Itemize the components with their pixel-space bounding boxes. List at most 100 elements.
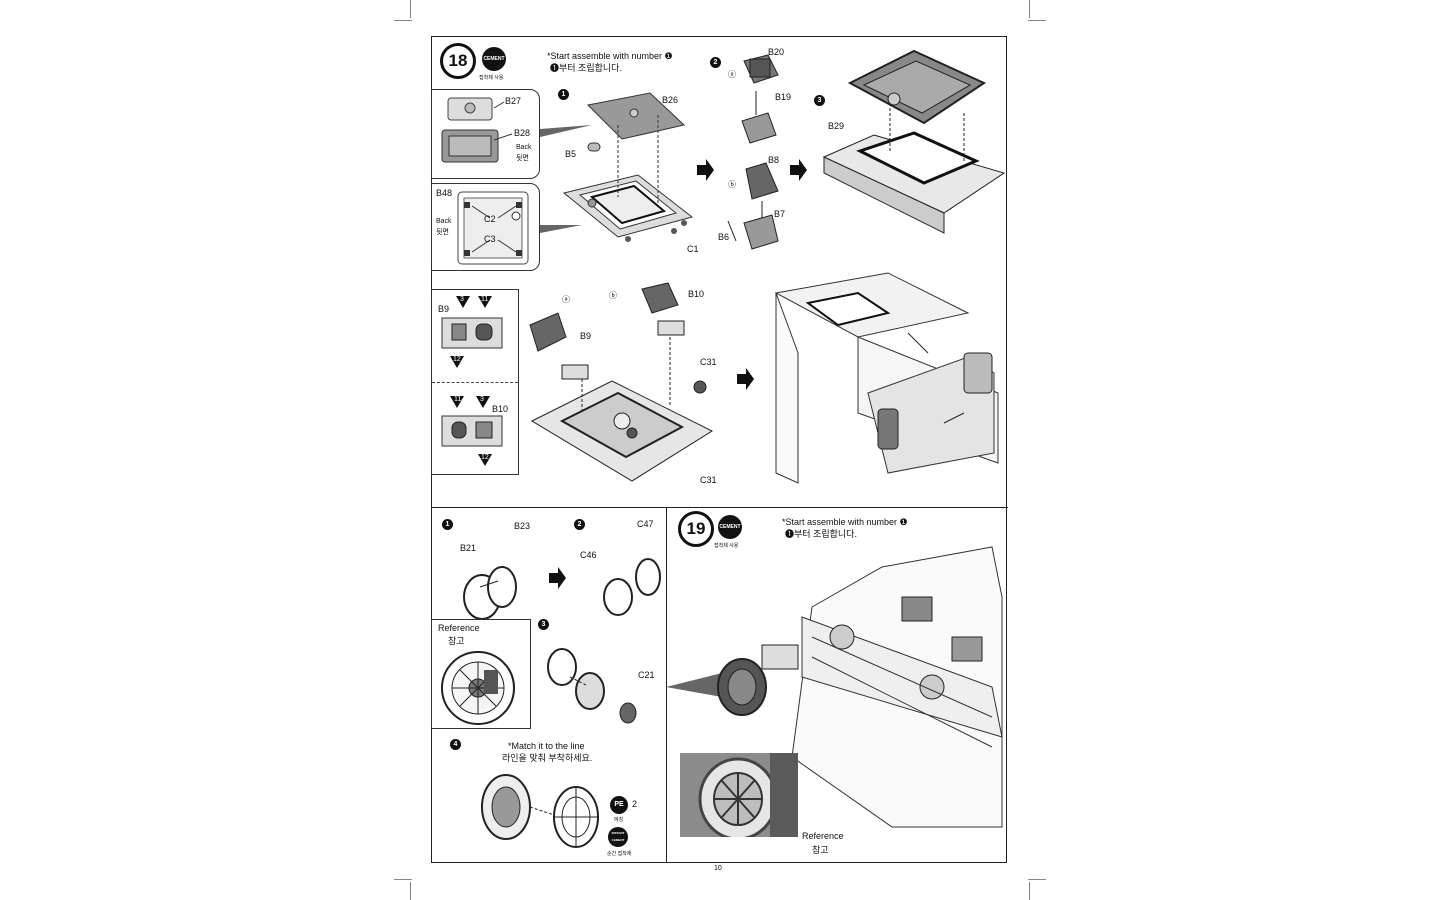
tri-label-12: 12 bbox=[481, 454, 489, 461]
inset-b27-b28: B27 B28 Back 뒷면 bbox=[431, 89, 540, 179]
part-label-b23: B23 bbox=[514, 521, 531, 531]
periscope-parts-drawing bbox=[727, 54, 779, 250]
step-18-number: 18 bbox=[440, 43, 476, 79]
part-label-b27: B27 bbox=[505, 96, 522, 106]
instant-cement-icon: INSTANT CEMENT bbox=[608, 827, 628, 847]
tri-label-12: 12 bbox=[453, 356, 461, 363]
hatch-assembly-drawing bbox=[562, 92, 694, 242]
substep-1-badge: 1 bbox=[558, 89, 569, 100]
arrow-right-icon bbox=[790, 159, 807, 181]
substep-3-badge: 3 bbox=[538, 619, 549, 630]
tri-label-3: 3 bbox=[460, 296, 464, 303]
part-label-b29: B29 bbox=[828, 121, 845, 131]
part-label-b9: B9 bbox=[438, 304, 450, 314]
part-label-c2: C2 bbox=[484, 214, 496, 224]
part-label-b10: B10 bbox=[492, 404, 509, 414]
arrow-right-icon bbox=[737, 368, 754, 390]
crop-mark bbox=[410, 0, 411, 18]
step-19-drawing bbox=[666, 546, 1003, 828]
marker-b: ⓑ bbox=[609, 291, 617, 300]
section-divider bbox=[432, 507, 1008, 508]
hull-structure-drawing bbox=[774, 272, 999, 484]
crop-mark bbox=[1028, 20, 1046, 21]
cement-icon: CEMENT bbox=[718, 515, 742, 539]
part-label-c21: C21 bbox=[638, 670, 655, 680]
flow-arrows bbox=[549, 159, 807, 589]
substep-3-badge: 3 bbox=[814, 95, 825, 106]
instant-cement-caption: 순간 접착제 bbox=[607, 851, 632, 857]
part-label-b19: B19 bbox=[775, 92, 792, 102]
part-label-c31: C31 bbox=[700, 357, 717, 367]
cement-caption: 접착제 사용 bbox=[714, 543, 739, 549]
part-label-b6: B6 bbox=[718, 232, 730, 242]
back-label-ko: 뒷면 bbox=[516, 155, 529, 162]
instruction-page: 18 CEMENT 접착제 사용 *Start assemble with nu… bbox=[431, 36, 1008, 863]
reference-inset: Reference 참고 bbox=[431, 619, 531, 729]
cement-caption: 접착제 사용 bbox=[479, 75, 504, 81]
step-19-note-en: *Start assemble with number ❶ bbox=[782, 517, 908, 527]
pe-quantity: 2 bbox=[632, 799, 638, 809]
deck-assembly-drawing bbox=[529, 282, 714, 482]
inset-b48: B48 C2 C3 Back 뒷면 bbox=[431, 183, 540, 271]
tri-label-11: 11 bbox=[454, 396, 462, 403]
marker-b: ⓑ bbox=[728, 180, 736, 189]
step-19-number: 19 bbox=[678, 511, 714, 547]
part-label-b26: B26 bbox=[662, 95, 679, 105]
arrow-right-icon bbox=[549, 567, 566, 589]
leader-wedges bbox=[540, 125, 592, 233]
part-label-b5: B5 bbox=[565, 149, 577, 159]
fan-assembly-drawing bbox=[547, 648, 637, 724]
part-label-b28: B28 bbox=[514, 128, 531, 138]
part-label-b10: B10 bbox=[688, 289, 705, 299]
part-label-c46: C46 bbox=[580, 550, 597, 560]
part-label-c47: C47 bbox=[637, 519, 654, 529]
match-note-ko: 라인을 맞춰 부착하세요. bbox=[502, 753, 593, 763]
fan-housing-parts-drawing bbox=[463, 558, 661, 620]
part-label-b20: B20 bbox=[768, 47, 785, 57]
step-19-note-ko: ❶부터 조립합니다. bbox=[785, 529, 857, 539]
arrow-right-icon bbox=[697, 159, 714, 181]
step-18-note-en: *Start assemble with number ❶ bbox=[547, 51, 673, 61]
substep-2-badge: 2 bbox=[710, 57, 721, 68]
reference-label-en: Reference bbox=[438, 623, 480, 633]
reference-label-ko: 참고 bbox=[812, 845, 829, 855]
crop-mark bbox=[1029, 882, 1030, 900]
periscope-block-drawing bbox=[441, 296, 503, 466]
back-label-en: Back bbox=[436, 218, 452, 225]
fan-grille-drawing bbox=[481, 774, 599, 848]
part-label-b48: B48 bbox=[436, 188, 453, 198]
back-label-ko: 뒷면 bbox=[436, 229, 449, 236]
part-label-c31: C31 bbox=[700, 475, 717, 485]
substep-1-badge: 1 bbox=[442, 519, 453, 530]
inset-b9-b10: 3 11 12 11 3 12 B9 B10 bbox=[431, 289, 519, 475]
marker-a: ⓐ bbox=[562, 295, 570, 304]
pe-icon: PE bbox=[610, 796, 628, 814]
divider bbox=[432, 382, 518, 383]
cement-icon: CEMENT bbox=[482, 47, 506, 71]
part-label-c1: C1 bbox=[687, 244, 699, 254]
back-label-en: Back bbox=[516, 144, 532, 151]
crop-mark bbox=[1028, 879, 1046, 880]
crop-mark bbox=[394, 879, 412, 880]
hatch-parts-drawing bbox=[441, 97, 513, 163]
crop-mark bbox=[410, 882, 411, 900]
match-note-en: *Match it to the line bbox=[508, 741, 585, 751]
tri-label-11: 11 bbox=[481, 296, 489, 303]
fan-photo-drawing bbox=[680, 753, 798, 837]
part-label-b21: B21 bbox=[460, 543, 477, 553]
hull-hatch-drawing bbox=[822, 49, 1006, 234]
pe-caption: 에칭 bbox=[614, 817, 624, 823]
page-number: 10 bbox=[714, 865, 722, 872]
reference-label-en: Reference bbox=[802, 831, 844, 841]
part-label-b8: B8 bbox=[768, 155, 780, 165]
step-18-note-ko: ❶부터 조립합니다. bbox=[550, 63, 622, 73]
reference-photo bbox=[680, 753, 798, 837]
crop-mark bbox=[1029, 0, 1030, 18]
b48-back-drawing bbox=[457, 191, 529, 265]
reference-label-ko: 참고 bbox=[448, 636, 465, 646]
crop-mark bbox=[394, 20, 412, 21]
substep-4-badge: 4 bbox=[450, 739, 461, 750]
tri-label-3: 3 bbox=[480, 396, 484, 403]
part-label-c3: C3 bbox=[484, 234, 496, 244]
part-label-b7: B7 bbox=[774, 209, 786, 219]
